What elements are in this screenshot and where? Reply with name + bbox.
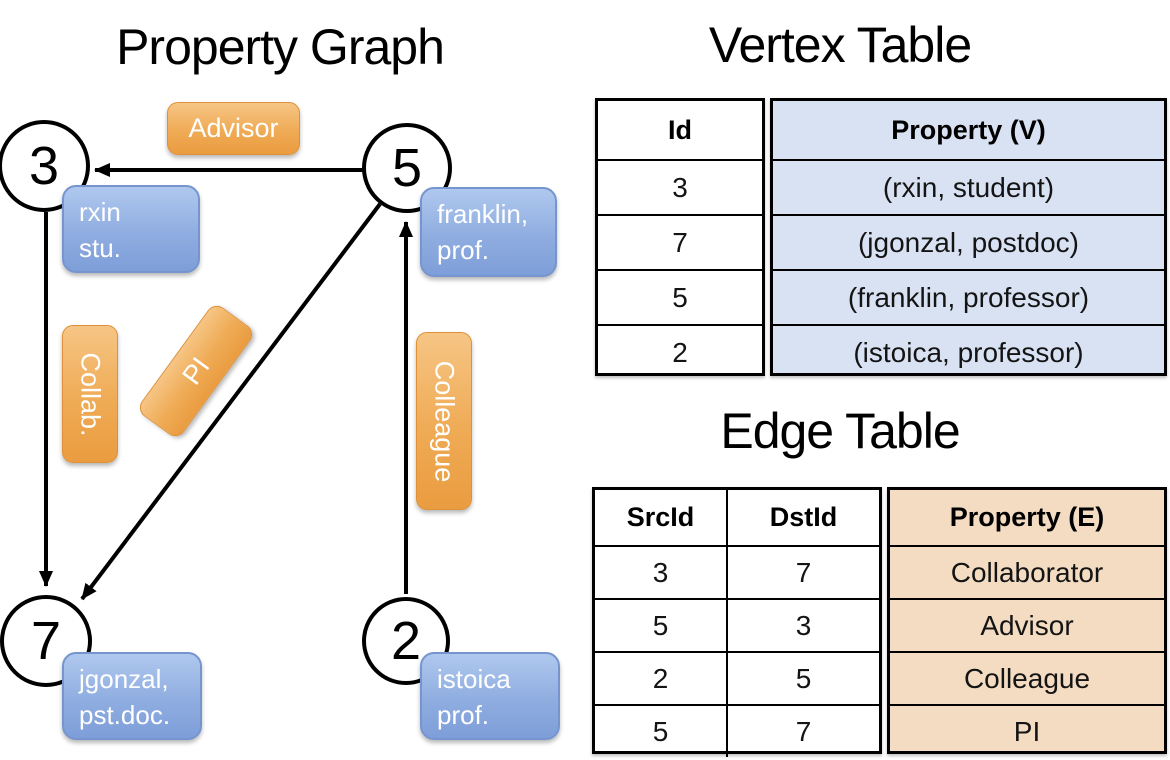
edge-table-src-cell: 5 xyxy=(595,704,726,757)
vertex-table-title: Vertex Table xyxy=(708,17,972,73)
edge-table-src-cell: 5 xyxy=(595,598,726,651)
vertex-property-box-rxin: rxin stu. xyxy=(62,185,200,273)
vertex-table-id-column: Id 3 7 5 2 xyxy=(595,98,765,376)
edge-table-header-dstid: DstId xyxy=(726,490,879,545)
property-graph-title: Property Graph xyxy=(116,19,445,75)
vertex-property-box-franklin: franklin, prof. xyxy=(420,187,557,277)
vertex-table-id-cell: 2 xyxy=(598,324,762,379)
node-5-id: 5 xyxy=(391,138,423,198)
vertex-table-id-cell: 3 xyxy=(598,159,762,214)
edge-pi-5-to-7 xyxy=(80,202,382,601)
edge-table-property-cell: Advisor xyxy=(890,598,1164,651)
vertex-property-line: prof. xyxy=(437,700,490,730)
edge-table-property-cell: Collaborator xyxy=(890,545,1164,598)
node-2-id: 2 xyxy=(390,611,422,671)
edge-table-property-cell: PI xyxy=(890,704,1164,757)
edge-table-src-dst-columns: SrcId DstId 3 7 5 3 2 5 5 7 xyxy=(592,487,882,757)
vertex-property-box-jgonzal: jgonzal, pst.doc. xyxy=(62,652,202,740)
edge-label-text: PI xyxy=(175,351,216,390)
vertex-property-line: pst.doc. xyxy=(79,700,171,730)
edge-table-dst-cell: 5 xyxy=(726,651,879,704)
vertex-property-line: istoica xyxy=(437,664,511,694)
edge-table-property-column: Property (E) Collaborator Advisor Collea… xyxy=(887,487,1167,754)
vertex-property-line: jgonzal, xyxy=(79,664,169,694)
edge-table-src-cell: 2 xyxy=(595,651,726,704)
vertex-property-line: prof. xyxy=(437,235,490,265)
vertex-table-property-cell: (rxin, student) xyxy=(773,159,1164,214)
edge-table-dst-cell: 7 xyxy=(726,704,879,757)
edge-table-dst-cell: 7 xyxy=(726,545,879,598)
edge-label-colleague: Colleague xyxy=(416,332,472,510)
vertex-table-id-cell: 5 xyxy=(598,269,762,324)
edge-table-src-cell: 3 xyxy=(595,545,726,598)
edge-table-property-cell: Colleague xyxy=(890,651,1164,704)
edge-label-collab: Collab. xyxy=(62,325,118,463)
vertex-table-property-cell: (franklin, professor) xyxy=(773,269,1164,324)
edge-table-header-srcid: SrcId xyxy=(626,502,695,532)
vertex-table-property-cell: (jgonzal, postdoc) xyxy=(773,214,1164,269)
node-7-id: 7 xyxy=(30,611,62,671)
graph-node-5: 5 xyxy=(362,123,452,213)
vertex-table-header-property: Property (V) xyxy=(891,114,1046,145)
vertex-property-line: rxin xyxy=(79,197,121,227)
edge-label-text: Collab. xyxy=(75,351,106,437)
vertex-property-box-istoica: istoica prof. xyxy=(420,652,560,740)
graph-node-2: 2 xyxy=(362,597,450,685)
edge-table-header-property: Property (E) xyxy=(949,502,1105,532)
vertex-table-header-id: Id xyxy=(668,114,692,145)
edge-label-text: Colleague xyxy=(429,360,460,482)
vertex-table-property-column: Property (V) (rxin, student) (jgonzal, p… xyxy=(770,98,1167,376)
vertex-property-line: franklin, xyxy=(437,199,529,229)
edge-label-text: Advisor xyxy=(188,113,279,143)
edge-label-advisor: Advisor xyxy=(167,102,300,155)
graph-edges xyxy=(39,163,413,601)
edge-table-dst-cell: 3 xyxy=(726,598,879,651)
edge-table-title: Edge Table xyxy=(720,403,960,459)
vertex-property-line: stu. xyxy=(79,233,121,263)
vertex-table-property-cell: (istoica, professor) xyxy=(773,324,1164,379)
vertex-table-id-cell: 7 xyxy=(598,214,762,269)
node-3-id: 3 xyxy=(28,136,60,196)
